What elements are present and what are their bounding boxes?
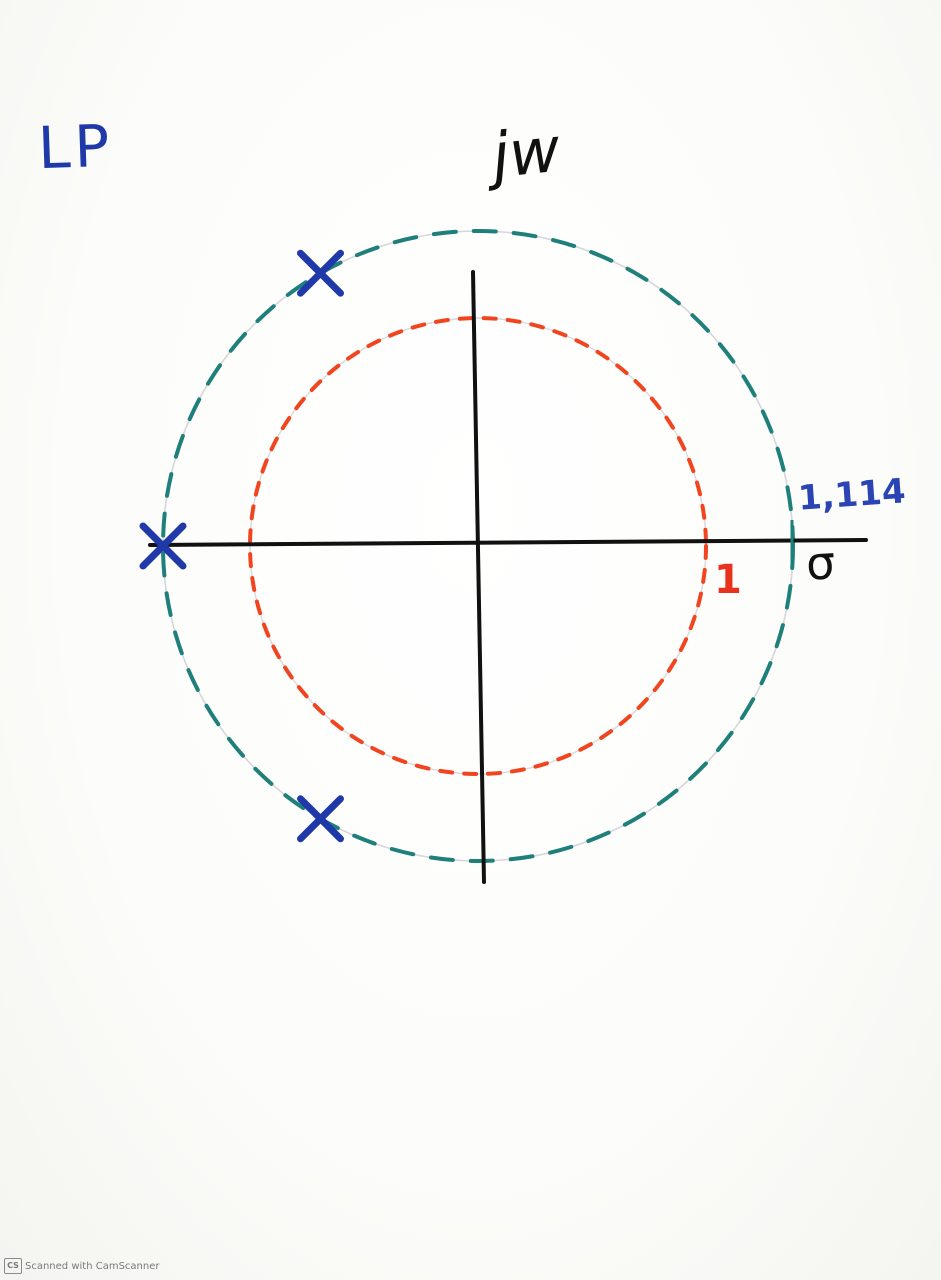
poles-group	[139, 249, 344, 843]
inner-radius-label: 1	[714, 557, 742, 603]
pole-marker	[139, 522, 187, 570]
footer-text: Scanned with CamScanner	[25, 1260, 160, 1272]
pole-marker	[297, 795, 344, 843]
real-axis	[148, 538, 868, 547]
scanner-footer: CS Scanned with CamScanner	[4, 1258, 160, 1274]
pole-marker	[297, 249, 344, 297]
imaginary-axis-label: jw	[488, 112, 564, 193]
imaginary-axis	[471, 270, 486, 884]
outer-radius-label: 1,114	[796, 471, 907, 519]
camscanner-logo-icon: CS	[4, 1258, 22, 1274]
inner-dashed-circle	[248, 316, 708, 776]
real-axis-label: σ	[804, 535, 837, 591]
filter-type-label: LP	[36, 111, 115, 183]
